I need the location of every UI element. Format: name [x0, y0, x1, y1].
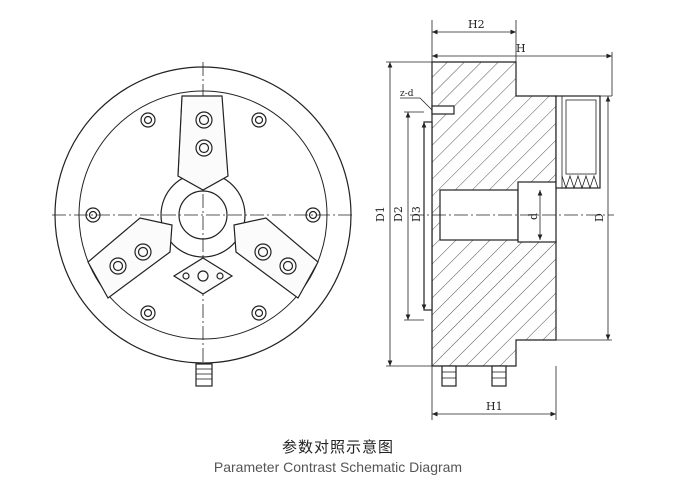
jaw-bolt-icon: [195, 111, 213, 129]
air-fitting: [195, 363, 213, 387]
mount-hole-icon: [251, 112, 267, 128]
dimension-lines: [386, 20, 613, 420]
mount-hole-icon: [305, 207, 321, 223]
dim-d2-label: D2: [392, 206, 405, 222]
jaw-bolt-icon: [279, 257, 297, 275]
side-section-view: [410, 61, 614, 387]
right-jaw: [233, 217, 319, 299]
jaw-bolt-icon: [254, 243, 272, 261]
jaw-bolt-icon: [195, 139, 213, 157]
mount-hole-icon: [85, 207, 101, 223]
mount-hole-icon: [140, 112, 156, 128]
caption-english: Parameter Contrast Schematic Diagram: [213, 459, 463, 475]
dim-d1-label: D1: [374, 206, 387, 222]
threaded-boss: [555, 95, 601, 189]
key-plate: [172, 257, 234, 295]
jaw-bolt-icon: [109, 257, 127, 275]
bottom-fitting: [441, 365, 457, 387]
dim-d-upper-label: D: [593, 213, 606, 222]
dim-h1-label: H1: [486, 400, 503, 413]
mount-hole-icon: [140, 305, 156, 321]
dim-d3-label: D3: [410, 206, 423, 222]
dim-d-lower-label: d: [527, 213, 540, 220]
front-view: [52, 62, 354, 387]
caption-chinese: 参数对照示意图: [281, 438, 394, 456]
face-plate: [423, 121, 433, 311]
dim-h2-label: H2: [468, 18, 485, 31]
bottom-fitting: [491, 365, 507, 387]
dim-h-label: H: [516, 42, 526, 55]
jaw-bolt-icon: [134, 243, 152, 261]
left-jaw: [87, 217, 173, 299]
dim-zd-label: z-d: [400, 89, 414, 99]
mount-hole-icon: [251, 305, 267, 321]
